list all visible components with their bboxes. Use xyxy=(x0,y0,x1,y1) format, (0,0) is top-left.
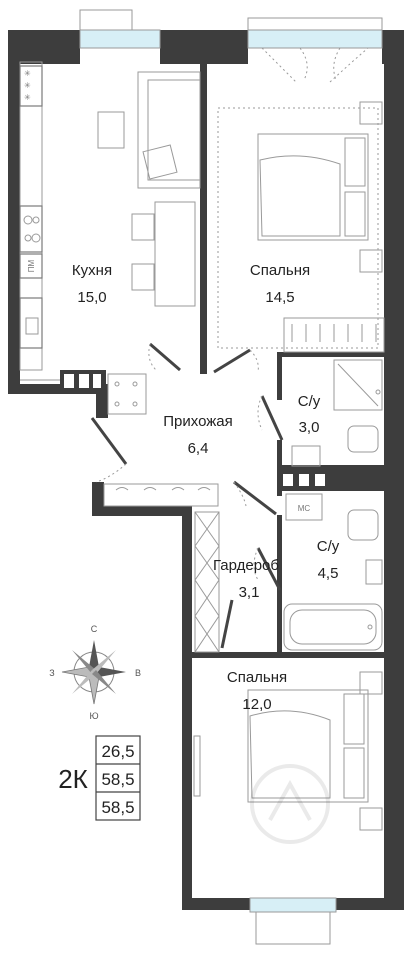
summary-living-area: 26,5 xyxy=(101,742,134,761)
room-area-bathroom-1: 3,0 xyxy=(299,419,320,436)
area-summary xyxy=(95,735,141,821)
room-name-bathroom-1: С/у xyxy=(298,393,321,410)
kitchen-furniture: ✳ ✳ ✳ xyxy=(19,61,201,415)
compass-north: С xyxy=(91,624,98,634)
watermark xyxy=(250,764,330,844)
compass-rose xyxy=(61,640,126,705)
hall-fixtures xyxy=(103,483,220,653)
room-name-hallway: Прихожая xyxy=(163,413,233,430)
room-area-bedroom-2: 12,0 xyxy=(242,696,271,713)
compass-south: Ю xyxy=(89,711,98,721)
dishwasher-label: ПМ xyxy=(27,259,36,272)
compass-west: З xyxy=(49,668,54,678)
svg-text:✳: ✳ xyxy=(24,69,31,78)
windows xyxy=(79,9,383,945)
apartment-type: 2К xyxy=(58,764,88,794)
compass-east: В xyxy=(135,668,141,678)
doors xyxy=(90,342,284,649)
room-name-bedroom-2: Спальня xyxy=(227,669,287,686)
washer-label: МС xyxy=(298,504,311,513)
svg-text:✳: ✳ xyxy=(24,81,31,90)
bedroom-1-furniture xyxy=(217,101,385,353)
bathroom-1-fixtures xyxy=(291,359,383,467)
room-area-bedroom-1: 14,5 xyxy=(265,289,294,306)
bathroom-2-fixtures xyxy=(278,470,383,651)
summary-area-with-balcony: 58,5 xyxy=(101,798,134,817)
room-name-bedroom-1: Спальня xyxy=(250,262,310,279)
room-name-wardrobe: Гардероб xyxy=(213,557,279,574)
room-name-bathroom-2: С/у xyxy=(317,538,340,555)
summary-total-area: 58,5 xyxy=(101,770,134,789)
room-area-kitchen: 15,0 xyxy=(77,289,106,306)
svg-text:✳: ✳ xyxy=(24,93,31,102)
bedroom-2-furniture xyxy=(193,671,383,831)
room-name-kitchen: Кухня xyxy=(72,262,112,279)
walls xyxy=(8,30,404,910)
room-area-wardrobe: 3,1 xyxy=(239,584,260,601)
room-area-hallway: 6,4 xyxy=(188,440,209,457)
room-area-bathroom-2: 4,5 xyxy=(318,565,339,582)
